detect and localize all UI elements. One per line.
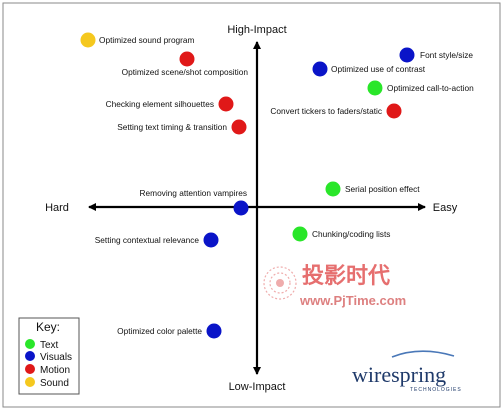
legend-item-text: Text <box>40 340 59 351</box>
legend-item-motion: Motion <box>40 365 70 376</box>
point-label: Optimized sound program <box>99 35 195 45</box>
point-marker <box>367 80 383 96</box>
point-label: Optimized color palette <box>117 326 202 336</box>
point-chunking-coding-lists: Chunking/coding lists <box>292 226 390 242</box>
point-label: Serial position effect <box>345 184 420 194</box>
point-marker <box>203 232 219 248</box>
point-marker <box>206 323 222 339</box>
point-marker <box>292 226 308 242</box>
axis-label-left: Hard <box>45 202 69 214</box>
point-label: Font style/size <box>420 50 473 60</box>
point-optimized-use-of-contrast: Optimized use of contrast <box>312 61 426 77</box>
point-label: Checking element silhouettes <box>106 99 214 109</box>
point-font-style-size: Font style/size <box>399 47 473 63</box>
point-marker <box>231 119 247 135</box>
watermark-cn: 投影时代 <box>302 264 390 289</box>
axis-label-bottom: Low-Impact <box>229 381 286 393</box>
legend-swatch-text <box>25 339 35 349</box>
legend-swatch-sound <box>25 377 35 387</box>
legend-item-visuals: Visuals <box>40 352 72 363</box>
legend-title: Key: <box>36 320 60 334</box>
axis-label-top: High-Impact <box>227 24 286 36</box>
wirespring-logo: wirespring TECHNOLOGIES <box>352 350 462 393</box>
point-marker <box>325 181 341 197</box>
point-marker <box>312 61 328 77</box>
chart-frame <box>2 2 501 408</box>
point-label: Optimized use of contrast <box>331 64 426 74</box>
logo-swoosh <box>391 350 455 358</box>
point-setting-contextual-relevance: Setting contextual relevance <box>95 232 219 248</box>
point-marker <box>386 103 402 119</box>
point-marker <box>233 200 249 216</box>
point-marker <box>399 47 415 63</box>
point-optimized-scene-shot-composition: Optimized scene/shot composition <box>122 51 249 77</box>
legend: Key: Text Visuals Motion Sound <box>18 317 80 395</box>
point-marker <box>179 51 195 67</box>
point-label: Convert tickers to faders/static <box>270 106 382 116</box>
axis-label-right: Easy <box>433 202 458 214</box>
point-label: Setting text timing & transition <box>117 122 227 132</box>
point-convert-tickers-to-faders-static: Convert tickers to faders/static <box>270 103 402 119</box>
watermark-url: www.PjTime.com <box>299 293 406 308</box>
point-marker <box>80 32 96 48</box>
point-label: Optimized scene/shot composition <box>122 67 249 77</box>
legend-swatch-motion <box>25 364 35 374</box>
point-checking-element-silhouettes: Checking element silhouettes <box>106 96 234 112</box>
watermark-logo <box>263 266 297 300</box>
point-optimized-color-palette: Optimized color palette <box>117 323 222 339</box>
point-setting-text-timing-transition: Setting text timing & transition <box>117 119 247 135</box>
point-optimized-sound-program: Optimized sound program <box>80 32 195 48</box>
point-label: Removing attention vampires <box>140 188 247 198</box>
point-label: Setting contextual relevance <box>95 235 200 245</box>
point-label: Chunking/coding lists <box>312 229 390 239</box>
legend-item-sound: Sound <box>40 378 69 389</box>
point-label: Optimized call-to-action <box>387 83 474 93</box>
logo-subtitle: TECHNOLOGIES <box>410 387 462 393</box>
logo-wordmark: wirespring <box>352 362 446 387</box>
point-serial-position-effect: Serial position effect <box>325 181 420 197</box>
point-marker <box>218 96 234 112</box>
point-removing-attention-vampires: Removing attention vampires <box>140 188 249 216</box>
watermark: 投影时代 www.PjTime.com <box>263 264 406 308</box>
point-optimized-call-to-action: Optimized call-to-action <box>367 80 474 96</box>
legend-swatch-visuals <box>25 351 35 361</box>
